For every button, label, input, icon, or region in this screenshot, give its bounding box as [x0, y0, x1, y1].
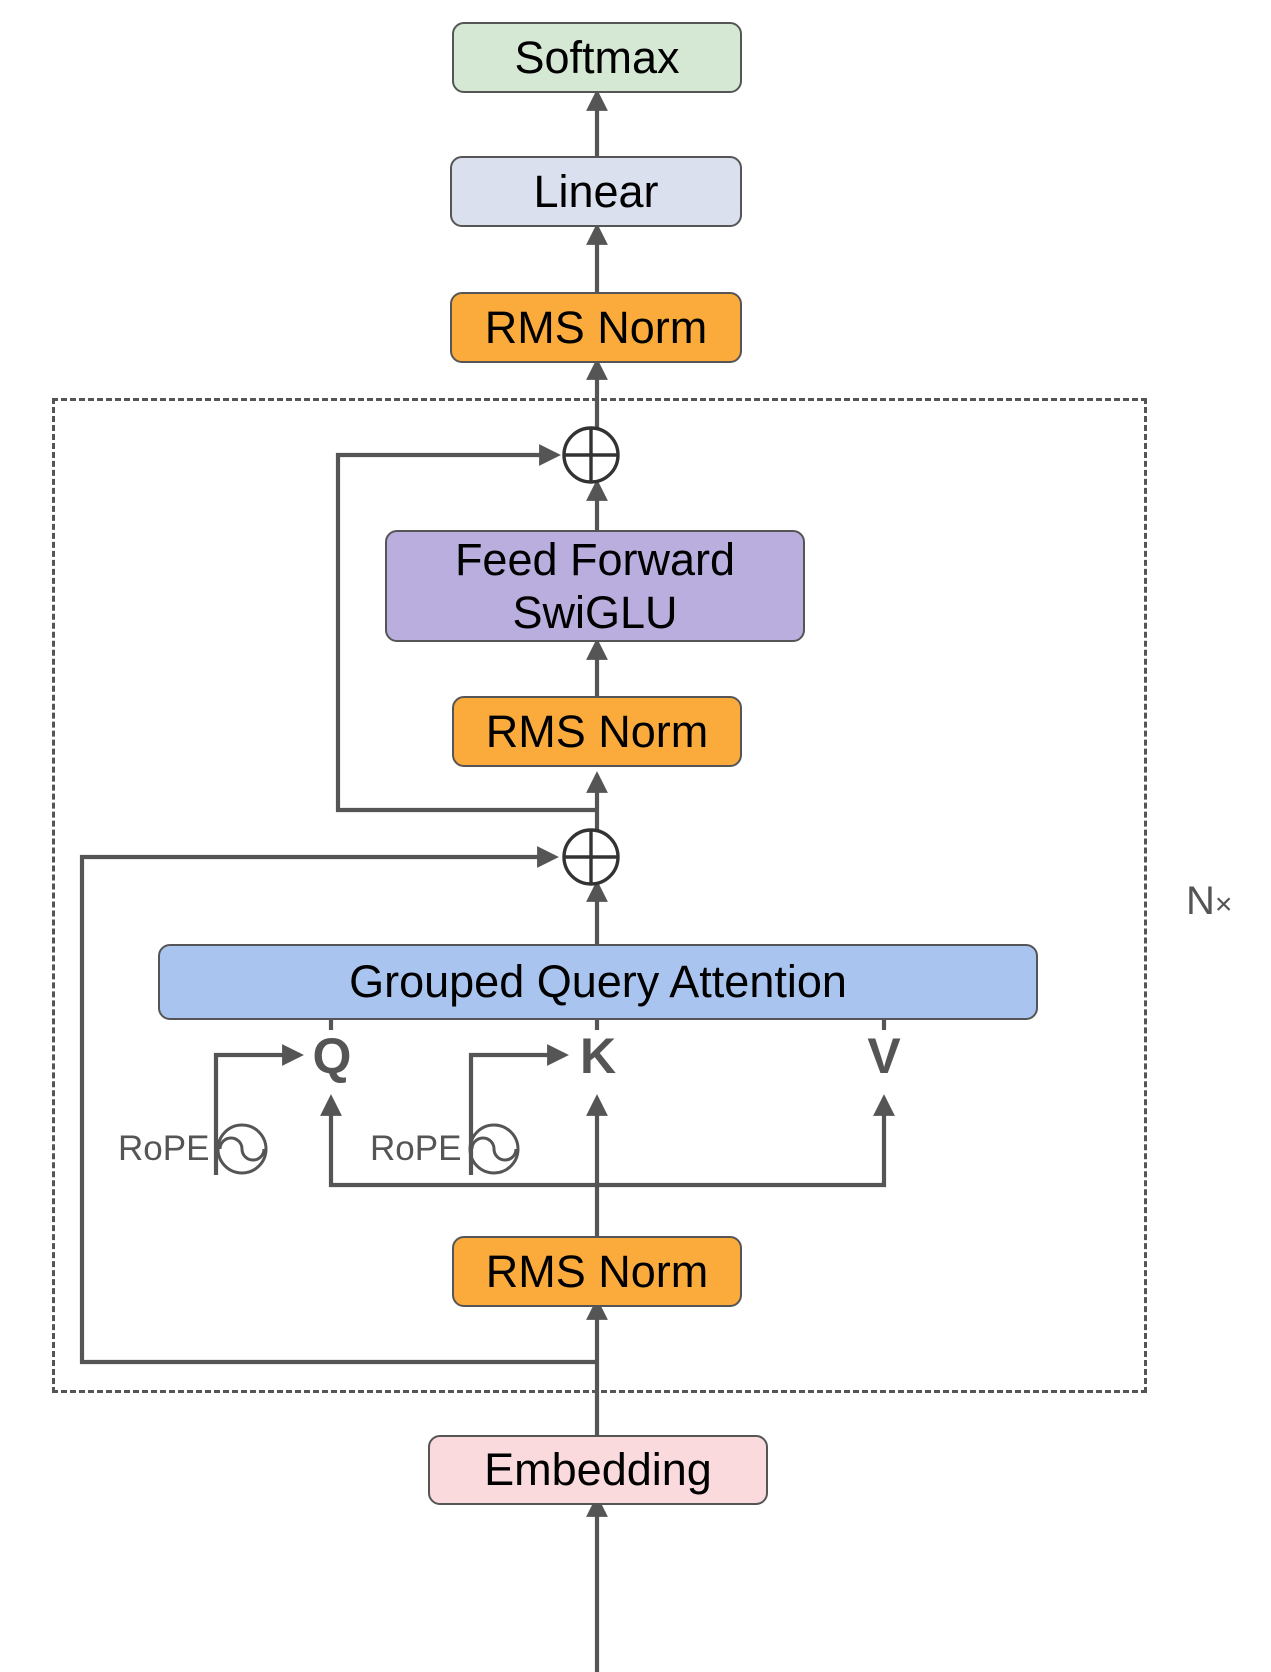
node-feed-forward[interactable]: Feed Forward SwiGLU [385, 530, 805, 642]
node-rms-norm-final[interactable]: RMS Norm [450, 292, 742, 363]
repeated-decoder-block-boundary [52, 398, 1147, 1393]
rope-unit-q[interactable]: RoPE [118, 1122, 269, 1176]
node-embedding[interactable]: Embedding [428, 1435, 768, 1505]
repeat-count-value: N [1186, 879, 1215, 923]
repeat-times-symbol: × [1214, 888, 1233, 921]
feed-forward-line-1: Feed Forward [454, 533, 736, 585]
projection-label-q: Q [312, 1028, 352, 1084]
feed-forward-line-2: SwiGLU [512, 587, 678, 638]
repeat-count-label: N× [1186, 879, 1232, 924]
sine-wave-circle-icon [468, 1123, 520, 1175]
node-rms-norm-attention[interactable]: RMS Norm [452, 1236, 742, 1307]
sine-wave-circle-icon [216, 1123, 268, 1175]
node-linear[interactable]: Linear [450, 156, 742, 227]
rope-label-k: RoPE [370, 1129, 462, 1168]
rope-label-q: RoPE [118, 1129, 210, 1168]
node-softmax[interactable]: Softmax [452, 22, 742, 93]
projection-label-v: V [867, 1028, 901, 1084]
rope-unit-k[interactable]: RoPE [370, 1122, 521, 1176]
projection-label-k: K [579, 1028, 617, 1084]
node-grouped-query-attention[interactable]: Grouped Query Attention [158, 944, 1038, 1020]
node-rms-norm-ffn[interactable]: RMS Norm [452, 696, 742, 767]
